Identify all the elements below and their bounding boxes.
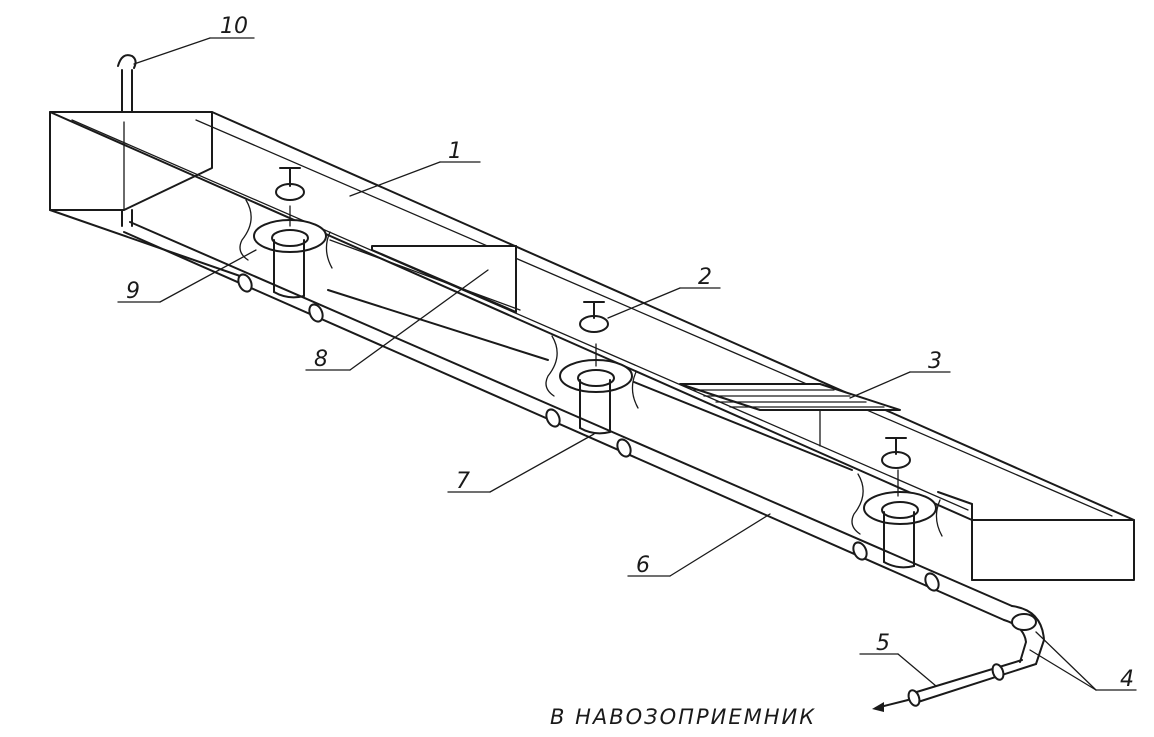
outlet-caption: В НАВОЗОПРИЕМНИК [550,705,816,729]
elbow-and-outlet [872,605,1045,712]
label-5: 5 [876,631,890,656]
label-2: 2 [698,265,712,290]
label-10: 10 [220,14,248,39]
grate [679,383,901,447]
label-4: 4 [1120,667,1134,692]
valve-assembly-3 [851,437,943,569]
label-9: 9 [126,279,140,304]
label-8: 8 [314,347,328,372]
valve-assembly-2 [545,301,639,435]
label-6: 6 [636,553,650,578]
leader-lines [117,37,1137,691]
channel-trough [49,111,1135,581]
dividing-plate [329,239,521,313]
valve-assembly-1 [239,167,333,299]
drain-pipe [117,54,1013,621]
label-7: 7 [456,469,470,494]
label-1: 1 [448,139,462,164]
label-3: 3 [928,349,942,374]
